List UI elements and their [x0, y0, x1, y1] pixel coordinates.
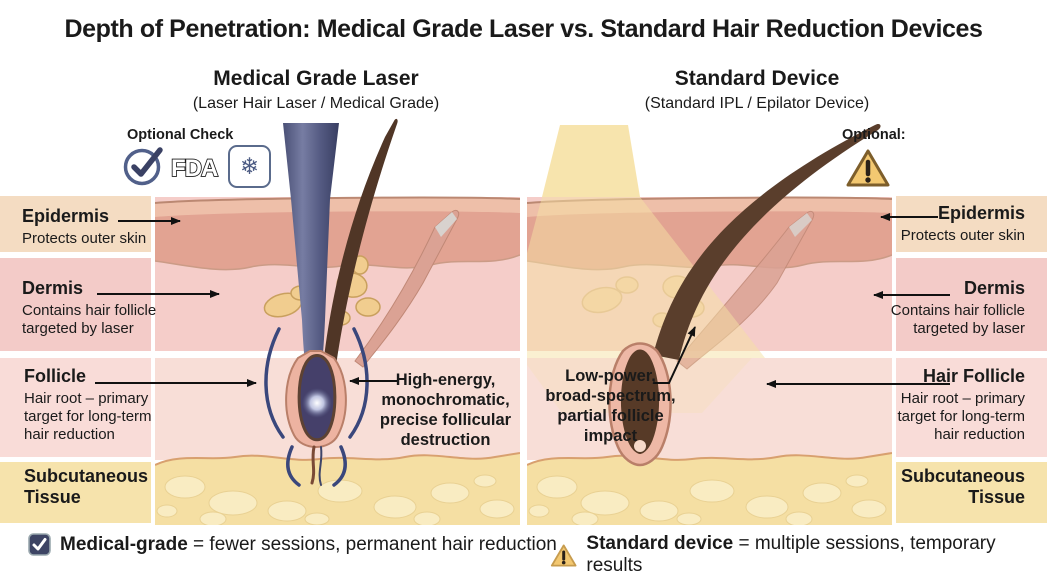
epidermis-band-left — [0, 196, 151, 252]
layer-desc: Contains hair follicle targeted by laser — [890, 302, 1025, 337]
right-panel-header: Standard Device (Standard IPL / Epilator… — [568, 67, 946, 113]
warning-triangle-icon — [846, 149, 890, 187]
layer-name: Hair Follicle — [922, 366, 1025, 386]
skin-layers — [155, 196, 520, 525]
label-hair-follicle-right: Hair Follicle Hair root – primary target… — [865, 366, 1025, 444]
follicle-bulb-left — [285, 350, 347, 486]
left-panel-title: Medical Grade Laser — [213, 67, 419, 90]
legend-medical-term: Medical-grade — [60, 533, 188, 555]
label-epidermis-left: Epidermis Protects outer skin — [22, 206, 164, 248]
right-panel-subtitle: (Standard IPL / Epilator Device) — [644, 95, 870, 112]
right-panel-title: Standard Device — [674, 67, 840, 90]
layer-name: Subcutaneous Tissue — [24, 466, 149, 507]
skin-cross-section-right — [527, 123, 892, 525]
high-energy-annotation: High-energy, monochromatic, precise foll… — [379, 371, 512, 449]
subcutaneous-fat-cells — [156, 474, 515, 525]
legend-medical-grade: Medical-grade = fewer sessions, permanen… — [28, 533, 557, 556]
dermis-band-right — [896, 258, 1047, 351]
legend-medical-rest: = fewer sessions, permanent hair reducti… — [187, 533, 557, 555]
warning-triangle-icon — [550, 543, 577, 567]
epidermis-band-right — [896, 196, 1047, 252]
subcutaneous-band-left — [0, 462, 151, 523]
label-dermis-left: Dermis Contains hair follicle targeted b… — [22, 278, 162, 338]
low-power-annotation: Low-power, broad-spectrum, partial folli… — [545, 367, 676, 445]
label-subcutaneous-right: Subcutaneous Tissue — [865, 466, 1025, 508]
fda-logo: FDA — [170, 154, 220, 183]
layer-name: Dermis — [963, 278, 1025, 298]
fda-logo-text: FDA — [171, 155, 218, 182]
legend-standard-device: Standard device = multiple sessions, tem… — [550, 533, 1047, 571]
check-circle-icon — [123, 147, 163, 186]
arrector-muscle — [354, 209, 460, 368]
skin-cross-section-left — [155, 118, 520, 525]
legend-standard-text: Standard device = multiple sessions, tem… — [586, 533, 1047, 571]
subcutaneous-fat-cells — [528, 474, 887, 525]
layer-name: Dermis — [22, 278, 84, 298]
layer-name: Epidermis — [22, 206, 110, 226]
label-follicle-left: Follicle Hair root – primary target for … — [24, 366, 169, 444]
layer-name: Follicle — [24, 366, 87, 386]
layer-name: Subcutaneous Tissue — [900, 466, 1025, 507]
laser-energy-arcs — [264, 327, 369, 487]
legend-standard-rest: = multiple sessions, temporary results — [586, 533, 996, 571]
optional-label: Optional: — [842, 127, 906, 143]
follicle-band-right — [896, 358, 1047, 457]
legend-medical-text: Medical-grade = fewer sessions, permanen… — [60, 534, 557, 556]
layer-desc: Hair root – primary target for long-term… — [897, 390, 1025, 443]
layer-name: Epidermis — [937, 203, 1025, 223]
layer-desc: Hair root – primary target for long-term… — [24, 390, 152, 443]
left-panel-subtitle: (Laser Hair Laser / Medical Grade) — [192, 95, 440, 112]
follicle-band-left — [0, 358, 151, 457]
layer-desc: Protects outer skin — [900, 227, 1025, 244]
page-title: Depth of Penetration: Medical Grade Lase… — [64, 15, 983, 43]
layer-desc: Contains hair follicle targeted by laser — [22, 302, 157, 337]
label-subcutaneous-left: Subcutaneous Tissue — [24, 466, 169, 508]
subcutaneous-band-right — [896, 462, 1047, 523]
treated-hair — [321, 118, 398, 390]
layer-desc: Protects outer skin — [22, 230, 147, 247]
optional-check-label: Optional Check — [127, 127, 234, 143]
checkbox-checked-icon — [28, 533, 51, 556]
dermis-band-left — [0, 258, 151, 351]
label-epidermis-right: Epidermis Protects outer skin — [870, 203, 1025, 245]
legend-standard-term: Standard device — [586, 533, 734, 554]
left-panel-header: Medical Grade Laser (Laser Hair Laser / … — [128, 67, 504, 113]
laser-device — [283, 123, 339, 387]
snowflake-icon: ❄ — [228, 145, 271, 188]
label-dermis-right: Dermis Contains hair follicle targeted b… — [865, 278, 1025, 338]
